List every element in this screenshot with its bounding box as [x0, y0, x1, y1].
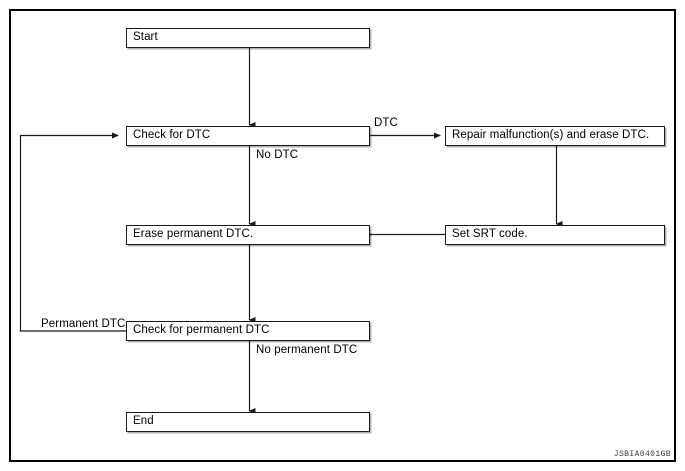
edge-label-permanent-dtc: Permanent DTC — [41, 318, 126, 330]
node-end: End — [126, 411, 370, 432]
diagram-frame-border — [9, 9, 676, 462]
node-repair-malfunctions-label: Repair malfunction(s) and erase DTC. — [452, 128, 650, 141]
node-erase-permanent-dtc: Erase permanent DTC. — [126, 224, 370, 245]
node-check-for-dtc: Check for DTC — [126, 125, 370, 146]
node-end-label: End — [133, 414, 154, 427]
node-set-srt-code-label: Set SRT code. — [452, 227, 528, 240]
node-set-srt-code: Set SRT code. — [445, 224, 665, 245]
edge-label-no-permanent-dtc: No permanent DTC — [256, 344, 358, 356]
node-check-for-permanent-dtc: Check for permanent DTC — [126, 320, 370, 341]
node-start-label: Start — [133, 31, 158, 44]
node-start: Start — [126, 28, 370, 48]
node-check-for-permanent-dtc-label: Check for permanent DTC — [133, 323, 270, 336]
figure-id-watermark: JSBIA0401GB — [613, 450, 671, 459]
node-repair-malfunctions: Repair malfunction(s) and erase DTC. — [445, 125, 665, 146]
edge-label-dtc: DTC — [374, 117, 398, 129]
node-erase-permanent-dtc-label: Erase permanent DTC. — [133, 227, 254, 240]
node-check-for-dtc-label: Check for DTC — [133, 128, 211, 141]
edge-label-no-dtc: No DTC — [256, 149, 299, 161]
